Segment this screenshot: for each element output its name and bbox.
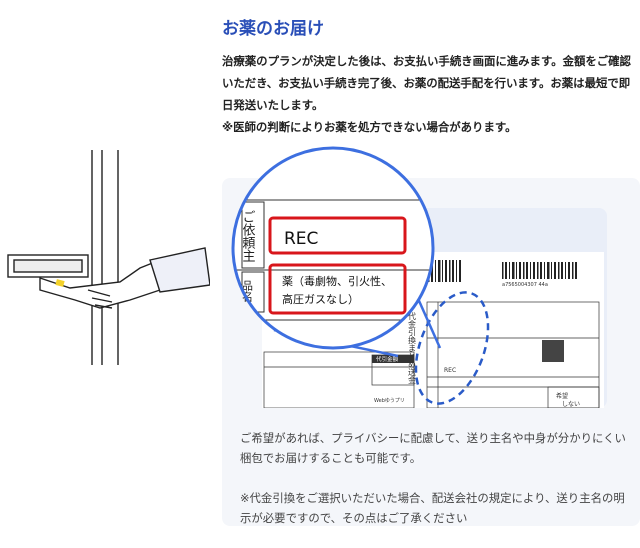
magnifier-callout: ご依頼主 品名 REC 薬（毒劇物、引火性、 高圧ガスなし） [231, 146, 442, 358]
intro-note: ※医師の判断によりお薬を処方できない場合があります。 [222, 120, 517, 134]
cod-note: ※代金引換をご選択いただいた場合、配送会社の規定により、送り主名の明示が必要です… [240, 491, 625, 525]
item-heading: 品名 [241, 280, 254, 302]
privacy-note: ご希望があれば、プライバシーに配慮して、送り主名や中身が分かりにくい梱包でお届け… [240, 431, 626, 465]
cod-amount-label: 代引金額 [376, 355, 399, 363]
hope-value: しない [562, 401, 580, 408]
sender-value: REC [284, 229, 318, 249]
barcode-number: a7565004307 44a [502, 282, 548, 288]
hope-label: 希望 [556, 392, 568, 400]
cod-vertical-label: 代金引換まとめ送金 [408, 311, 417, 384]
item-value-line2: 高圧ガスなし） [282, 292, 359, 306]
card-notes: ご希望があれば、プライバシーに配慮して、送り主名や中身が分かりにくい梱包でお届け… [240, 428, 630, 548]
sender-small: REC [444, 367, 456, 374]
sender-heading: ご依頼主 [240, 210, 256, 262]
section-title: お薬のお届け [222, 19, 324, 39]
qr-code-icon [542, 340, 564, 362]
mail-delivery-illustration [7, 150, 210, 365]
web-label: Webゆうプリ [374, 398, 405, 404]
item-value-line1: 薬（毒劇物、引火性、 [282, 274, 392, 288]
intro-paragraph: 治療薬のプランが決定した後は、お支払い手続き画面に進みます。金額をご確認いただき… [222, 54, 631, 112]
intro-text: 治療薬のプランが決定した後は、お支払い手続き画面に進みます。金額をご確認いただき… [222, 50, 640, 138]
barcode-icon [428, 260, 577, 282]
